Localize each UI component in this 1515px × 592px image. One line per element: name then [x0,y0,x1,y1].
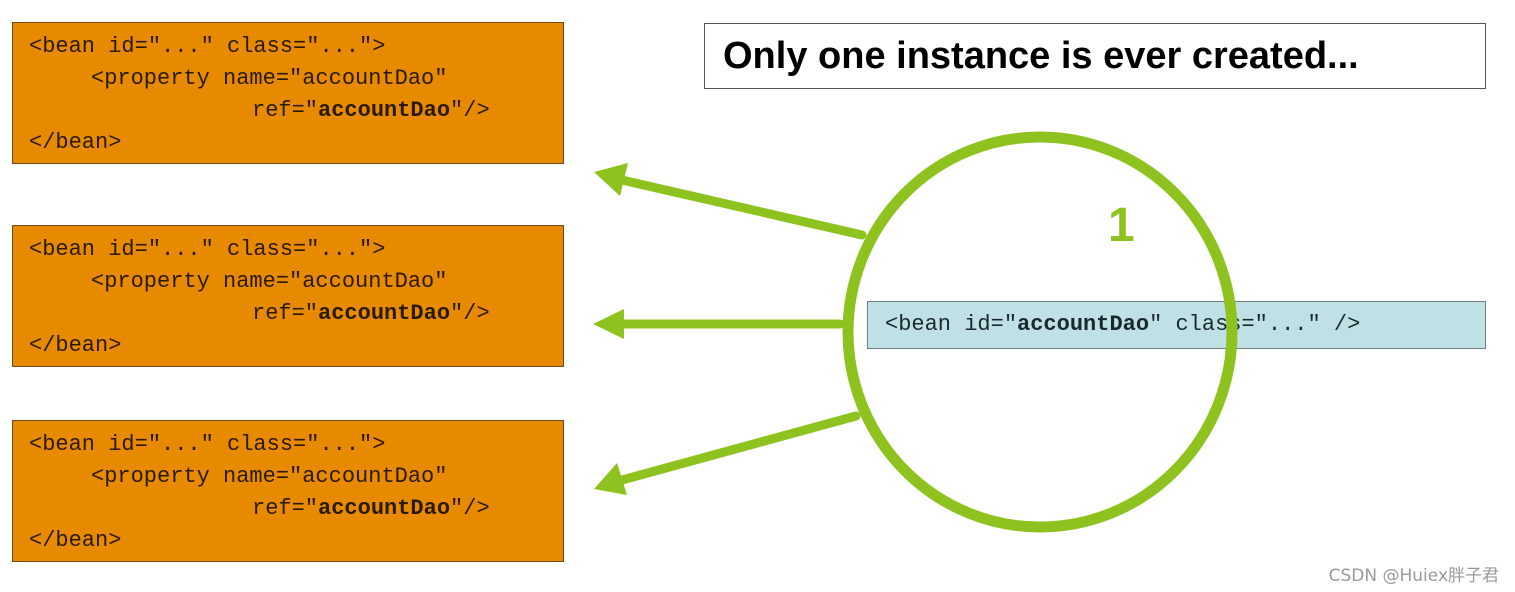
bean-box-3: <bean id="..." class="..."> <property na… [12,420,564,562]
singleton-bean-box: <bean id="accountDao" class="..." /> [867,301,1486,349]
bean-open-tag: <bean id="..." class="..."> [29,237,386,262]
ref-prefix: ref=" [252,98,319,123]
ref-attribute: ref="accountDao"/> [29,95,563,127]
bean-close-tag: </bean> [29,528,122,553]
reference-arrow-3-head [594,463,627,495]
bean-open-tag: <bean id="..." class="..."> [29,34,386,59]
title-box: Only one instance is ever created... [704,23,1486,89]
bean-box-1: <bean id="..." class="..."> <property na… [12,22,564,164]
ref-attribute: ref="accountDao"/> [29,493,563,525]
property-tag: <property name="accountDao" [91,66,448,91]
ref-value: accountDao [318,301,451,326]
reference-arrow-3-shaft [617,411,861,485]
reference-arrow-2-head [593,309,624,339]
singleton-id: accountDao [1017,312,1150,337]
ref-prefix: ref=" [252,301,319,326]
ref-suffix: "/> [450,496,490,521]
singleton-prefix: <bean id=" [885,312,1018,337]
ref-suffix: "/> [450,301,490,326]
bean-open-tag: <bean id="..." class="..."> [29,432,386,457]
ref-prefix: ref=" [252,496,319,521]
reference-arrow-1-shaft [617,175,867,240]
bean-box-2: <bean id="..." class="..."> <property na… [12,225,564,367]
property-tag: <property name="accountDao" [91,269,448,294]
bean-close-tag: </bean> [29,333,122,358]
ref-suffix: "/> [450,98,490,123]
ref-value: accountDao [318,496,451,521]
property-tag: <property name="accountDao" [91,464,448,489]
watermark: CSDN @Huiex胖子君 [1328,566,1499,586]
instance-count-label: 1 [1108,199,1135,252]
singleton-suffix: " class="..." /> [1149,312,1361,337]
reference-arrow-1-head [594,163,628,196]
page-title: Only one instance is ever created... [723,35,1359,77]
ref-attribute: ref="accountDao"/> [29,298,563,330]
bean-close-tag: </bean> [29,130,122,155]
ref-value: accountDao [318,98,451,123]
